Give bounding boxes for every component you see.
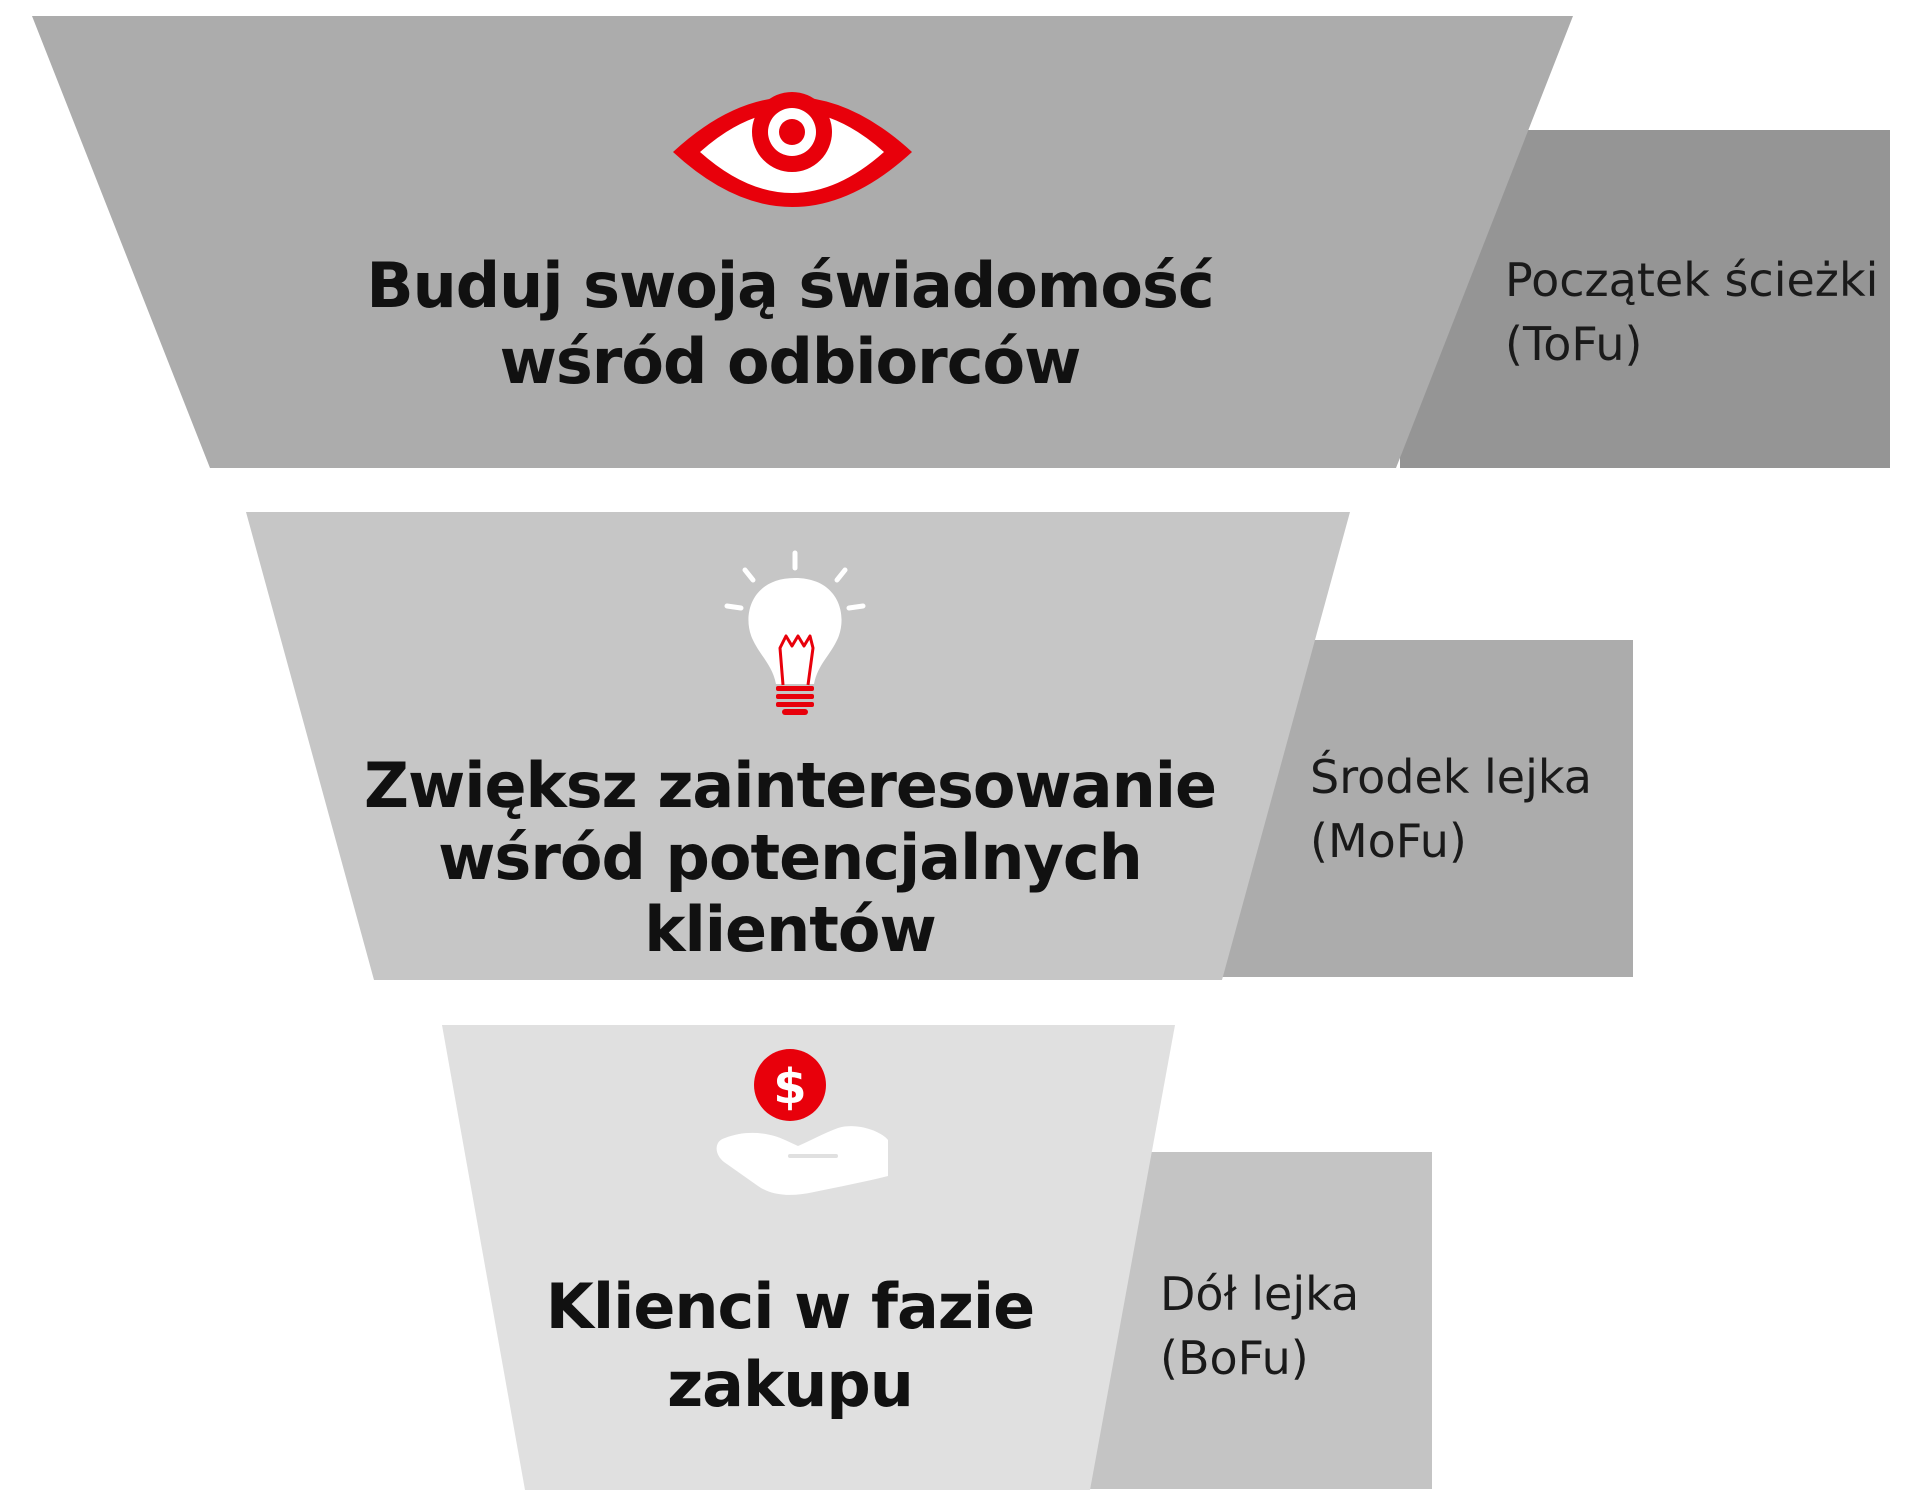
funnel-segment-bottom [442,1025,1175,1490]
coin-symbol: $ [773,1059,806,1115]
side-label-bofu-line-1: Dół lejka [1160,1267,1360,1321]
hand-coin-icon: $ [716,1049,888,1195]
stage-title-mofu-line-1: Zwiększ zainteresowanie [363,749,1217,822]
coin-icon [754,1049,826,1121]
eye-icon [673,92,912,207]
side-label-mofu: Środek lejka (MoFu) [1310,745,1592,873]
stage-title-tofu-line-1: Buduj swoją świadomość [366,249,1214,322]
funnel-segment-top [32,16,1573,468]
side-label-bofu: Dół lejka (BoFu) [1160,1262,1359,1390]
side-label-mofu-line-2: (MoFu) [1310,814,1467,868]
stage-title-bofu: Klienci w fazie zakupu [490,1268,1090,1424]
side-label-bofu-line-2: (BoFu) [1160,1331,1309,1385]
stage-title-mofu-line-2: wśród potencjalnych [438,821,1143,894]
side-label-tofu-line-1: Początek ścieżki [1505,253,1879,307]
funnel-segment-middle [246,512,1350,980]
side-label-tofu-line-2: (ToFu) [1505,317,1643,371]
stage-title-tofu-line-2: wśród odbiorców [499,325,1082,398]
side-label-mofu-line-1: Środek lejka [1310,750,1592,804]
stage-title-mofu-line-3: klientów [644,893,936,966]
lightbulb-icon [724,550,866,715]
stage-title-bofu-line-1: Klienci w fazie [545,1270,1035,1343]
stage-title-tofu: Buduj swoją świadomość wśród odbiorców [360,248,1220,400]
stage-title-bofu-line-2: zakupu [667,1348,914,1421]
stage-title-mofu: Zwiększ zainteresowanie wśród potencjaln… [360,750,1220,966]
side-label-tofu: Początek ścieżki (ToFu) [1505,248,1878,376]
